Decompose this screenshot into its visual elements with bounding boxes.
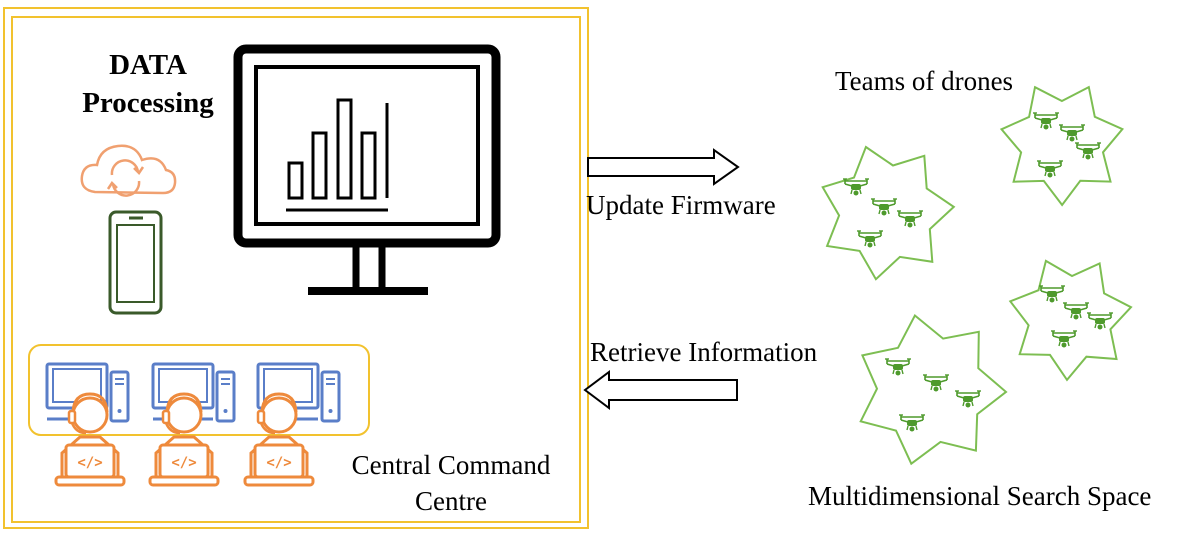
drone-zone-4: [859, 313, 1008, 466]
arrow-left-icon: [583, 370, 738, 410]
data-processing-title: DATA Processing: [82, 49, 214, 119]
central-command-centre-label: Central Command Centre: [351, 450, 551, 516]
smartphone-icon: [108, 210, 163, 315]
monitor-chart-icon: [233, 44, 501, 295]
cloud-sync-icon: [80, 144, 177, 197]
command-centre-inner-frame: [11, 16, 581, 523]
search-space-label: Multidimensional Search Space: [808, 481, 1152, 511]
retrieve-information-label: Retrieve Information: [590, 337, 818, 367]
update-firmware-label: Update Firmware: [586, 190, 776, 220]
teams-of-drones-label: Teams of drones: [835, 66, 1014, 96]
command-centre-frame: [3, 7, 589, 529]
drone-zone-1: [999, 85, 1125, 207]
arrow-right-icon: [587, 148, 740, 186]
workstation-group-frame: [28, 344, 370, 436]
drone-zone-3: [1008, 259, 1133, 382]
